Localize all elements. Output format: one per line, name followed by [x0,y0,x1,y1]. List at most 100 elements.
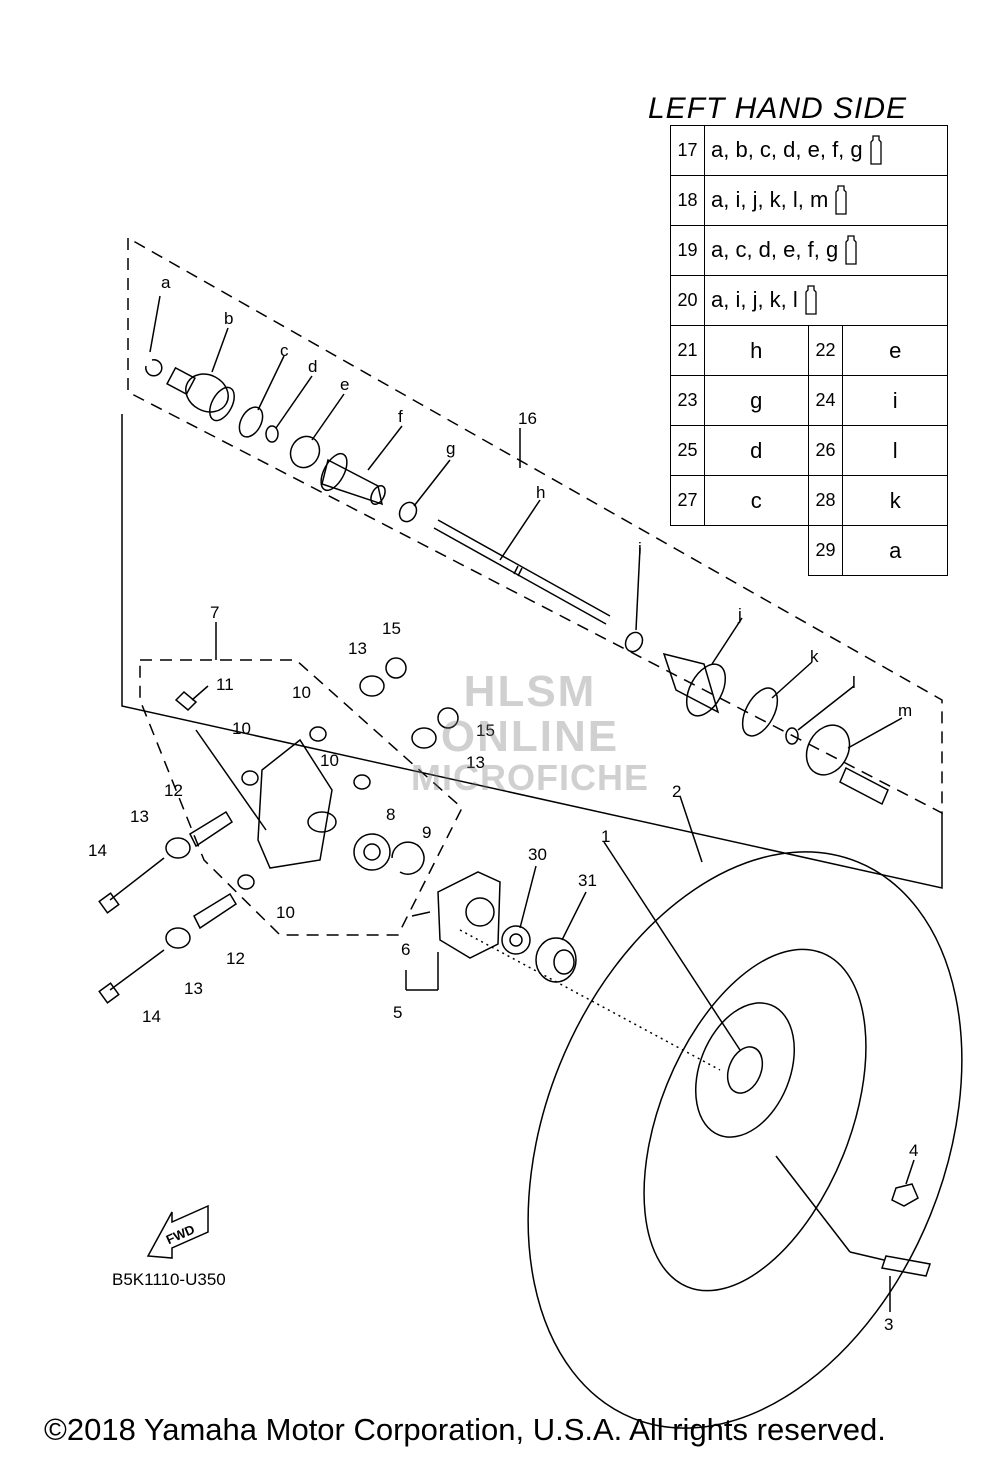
callout-10-d: 10 [276,903,295,922]
leader-f [367,425,403,471]
part-number: 24 [807,375,844,426]
o-ring-c [238,406,264,438]
leader-30 [519,865,537,929]
table-row: 29 a [671,525,948,576]
callout-13-d: 13 [466,753,485,772]
leader-11-long [195,729,267,831]
drawing-code: B5K1110-U350 [112,1270,226,1289]
callout-12-b: 12 [226,949,245,968]
bushing-13a [359,675,385,697]
kit-codes: a, i, j, k, l, m [711,186,829,212]
collar-10c [353,774,371,790]
boot-f [320,452,386,506]
part-number: 28 [807,475,844,526]
part-code: k [842,475,948,526]
empty-cell [705,526,809,576]
boot-band-e [289,435,321,469]
collar-10d [237,874,255,890]
boot-band-i [624,631,644,653]
nut-15a [385,657,407,679]
label-i: i [638,539,642,558]
bushing-13b [165,837,191,859]
table-row: 17 a, b, c, d, e, f, g [670,125,948,176]
collar-10a [241,770,259,786]
fwd-label: FWD [164,1222,197,1248]
part-number: 29 [807,525,844,576]
cv-outer-joint-b [166,366,235,422]
callout-7: 7 [210,603,219,622]
table-row: 21 h 22 e [670,325,948,376]
callout-10-a: 10 [232,719,251,738]
side-title: LEFT HAND SIDE [648,92,908,125]
circlip-l [785,727,799,745]
callout-9: 9 [422,823,431,842]
leader-m [847,717,903,749]
callout-10-b: 10 [292,683,311,702]
part-number: 23 [670,375,705,426]
kit-codes: a, i, j, k, l [711,286,798,312]
callout-14-b: 14 [142,1007,161,1026]
hub-stud-6 [411,911,431,917]
kit-codes: a, c, d, e, f, g [711,236,839,262]
part-code: l [842,425,948,476]
leader-j [711,617,743,665]
label-c: c [280,341,289,360]
callout-15-a: 15 [382,619,401,638]
callout-1: 1 [601,827,610,846]
label-b: b [224,309,233,328]
kit-number: 17 [670,125,705,176]
collar-12b [193,892,238,930]
label-a: a [161,273,171,292]
leader-k [771,661,813,699]
label-f: f [398,407,403,426]
hub-cap-31 [535,937,577,983]
boot-j [662,652,727,717]
collar-10b [309,726,327,742]
part-code: g [704,375,809,426]
part-number: 27 [670,475,705,526]
leader-a [149,295,161,353]
leader-i [635,547,641,631]
table-row: 23 g 24 i [670,375,948,426]
part-code: d [704,425,809,476]
callout-11: 11 [216,675,234,694]
table-row: 18 a, i, j, k, l, m [670,175,948,226]
callout-13-c: 13 [184,979,203,998]
boot-band-g [398,501,418,523]
leader-3a [775,1155,851,1253]
kit-reference-table: 17 a, b, c, d, e, f, g 18 a, i, j, k, l,… [670,125,948,576]
callout-13-b: 13 [130,807,149,826]
leader-c [257,355,285,411]
part-number: 25 [670,425,705,476]
kit-codes: a, b, c, d, e, f, g [711,136,863,162]
part-code: e [842,325,948,376]
table-row: 19 a, c, d, e, f, g [670,225,948,276]
label-j: j [737,605,742,624]
fwd-arrow-icon [146,1204,209,1259]
bearing-8 [353,833,391,871]
part-code: i [842,375,948,426]
kit-contents: a, i, j, k, l, m [704,175,948,226]
callout-6: 6 [401,940,410,959]
wheel-hub-5 [437,871,501,959]
leader-11 [191,685,209,701]
circlip-d [265,425,279,443]
circlip-a [145,359,163,377]
leader-b [211,327,229,373]
leader-4 [905,1159,915,1185]
boot-band-k [741,687,779,737]
grease-nipple-11 [174,690,198,712]
callout-31: 31 [578,871,597,890]
grease-tube-icon [805,284,817,315]
table-row: 25 d 26 l [670,425,948,476]
copyright-notice: ©2018 Yamaha Motor Corporation, U.S.A. A… [44,1412,886,1447]
callout-10-c: 10 [320,751,339,770]
callout-12-a: 12 [164,781,183,800]
leader-2 [679,795,703,863]
leader-g [413,459,451,507]
grease-tube-icon [869,134,882,165]
kit-contents: a, i, j, k, l [704,275,948,326]
leader-31 [561,891,587,941]
kit-number: 20 [670,275,705,326]
